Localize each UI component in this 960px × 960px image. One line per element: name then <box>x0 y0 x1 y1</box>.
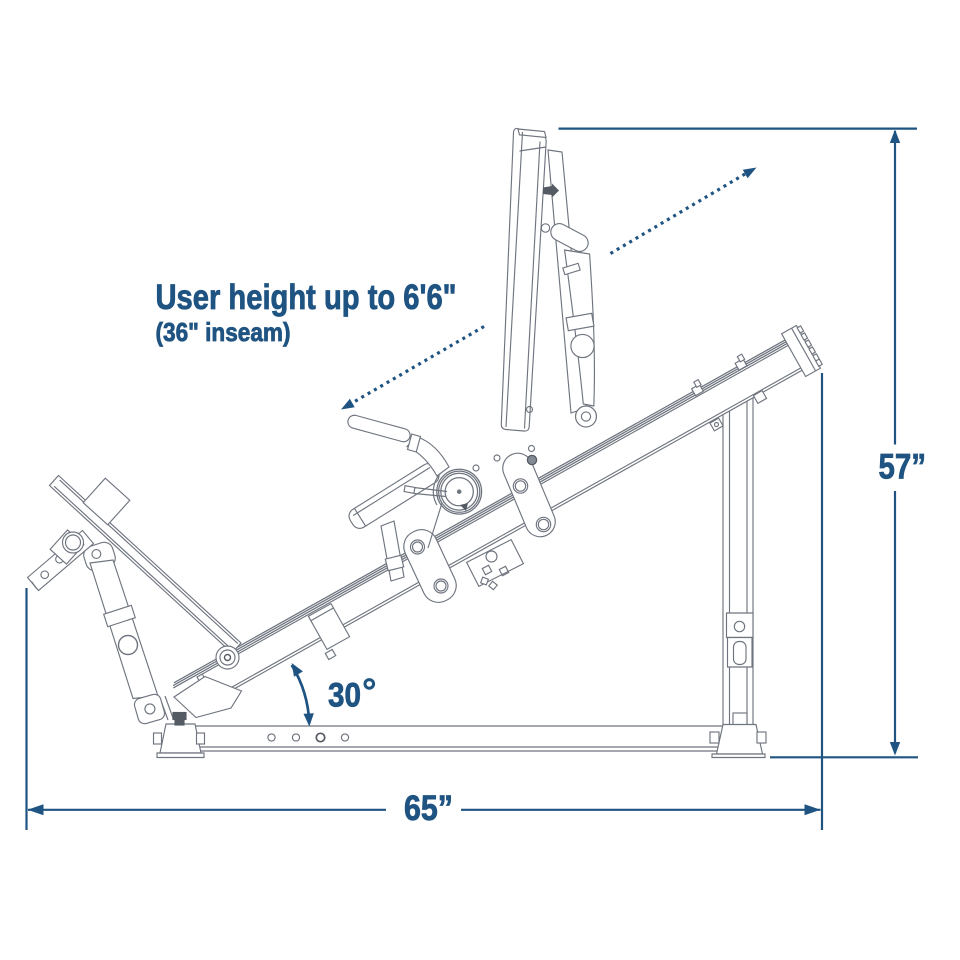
svg-text:57”: 57” <box>879 447 927 487</box>
svg-text:30: 30 <box>328 677 361 715</box>
svg-text:(36" inseam): (36" inseam) <box>156 317 291 347</box>
svg-text:User height up to 6'6": User height up to 6'6" <box>156 278 457 317</box>
svg-text:65”: 65” <box>404 789 453 828</box>
